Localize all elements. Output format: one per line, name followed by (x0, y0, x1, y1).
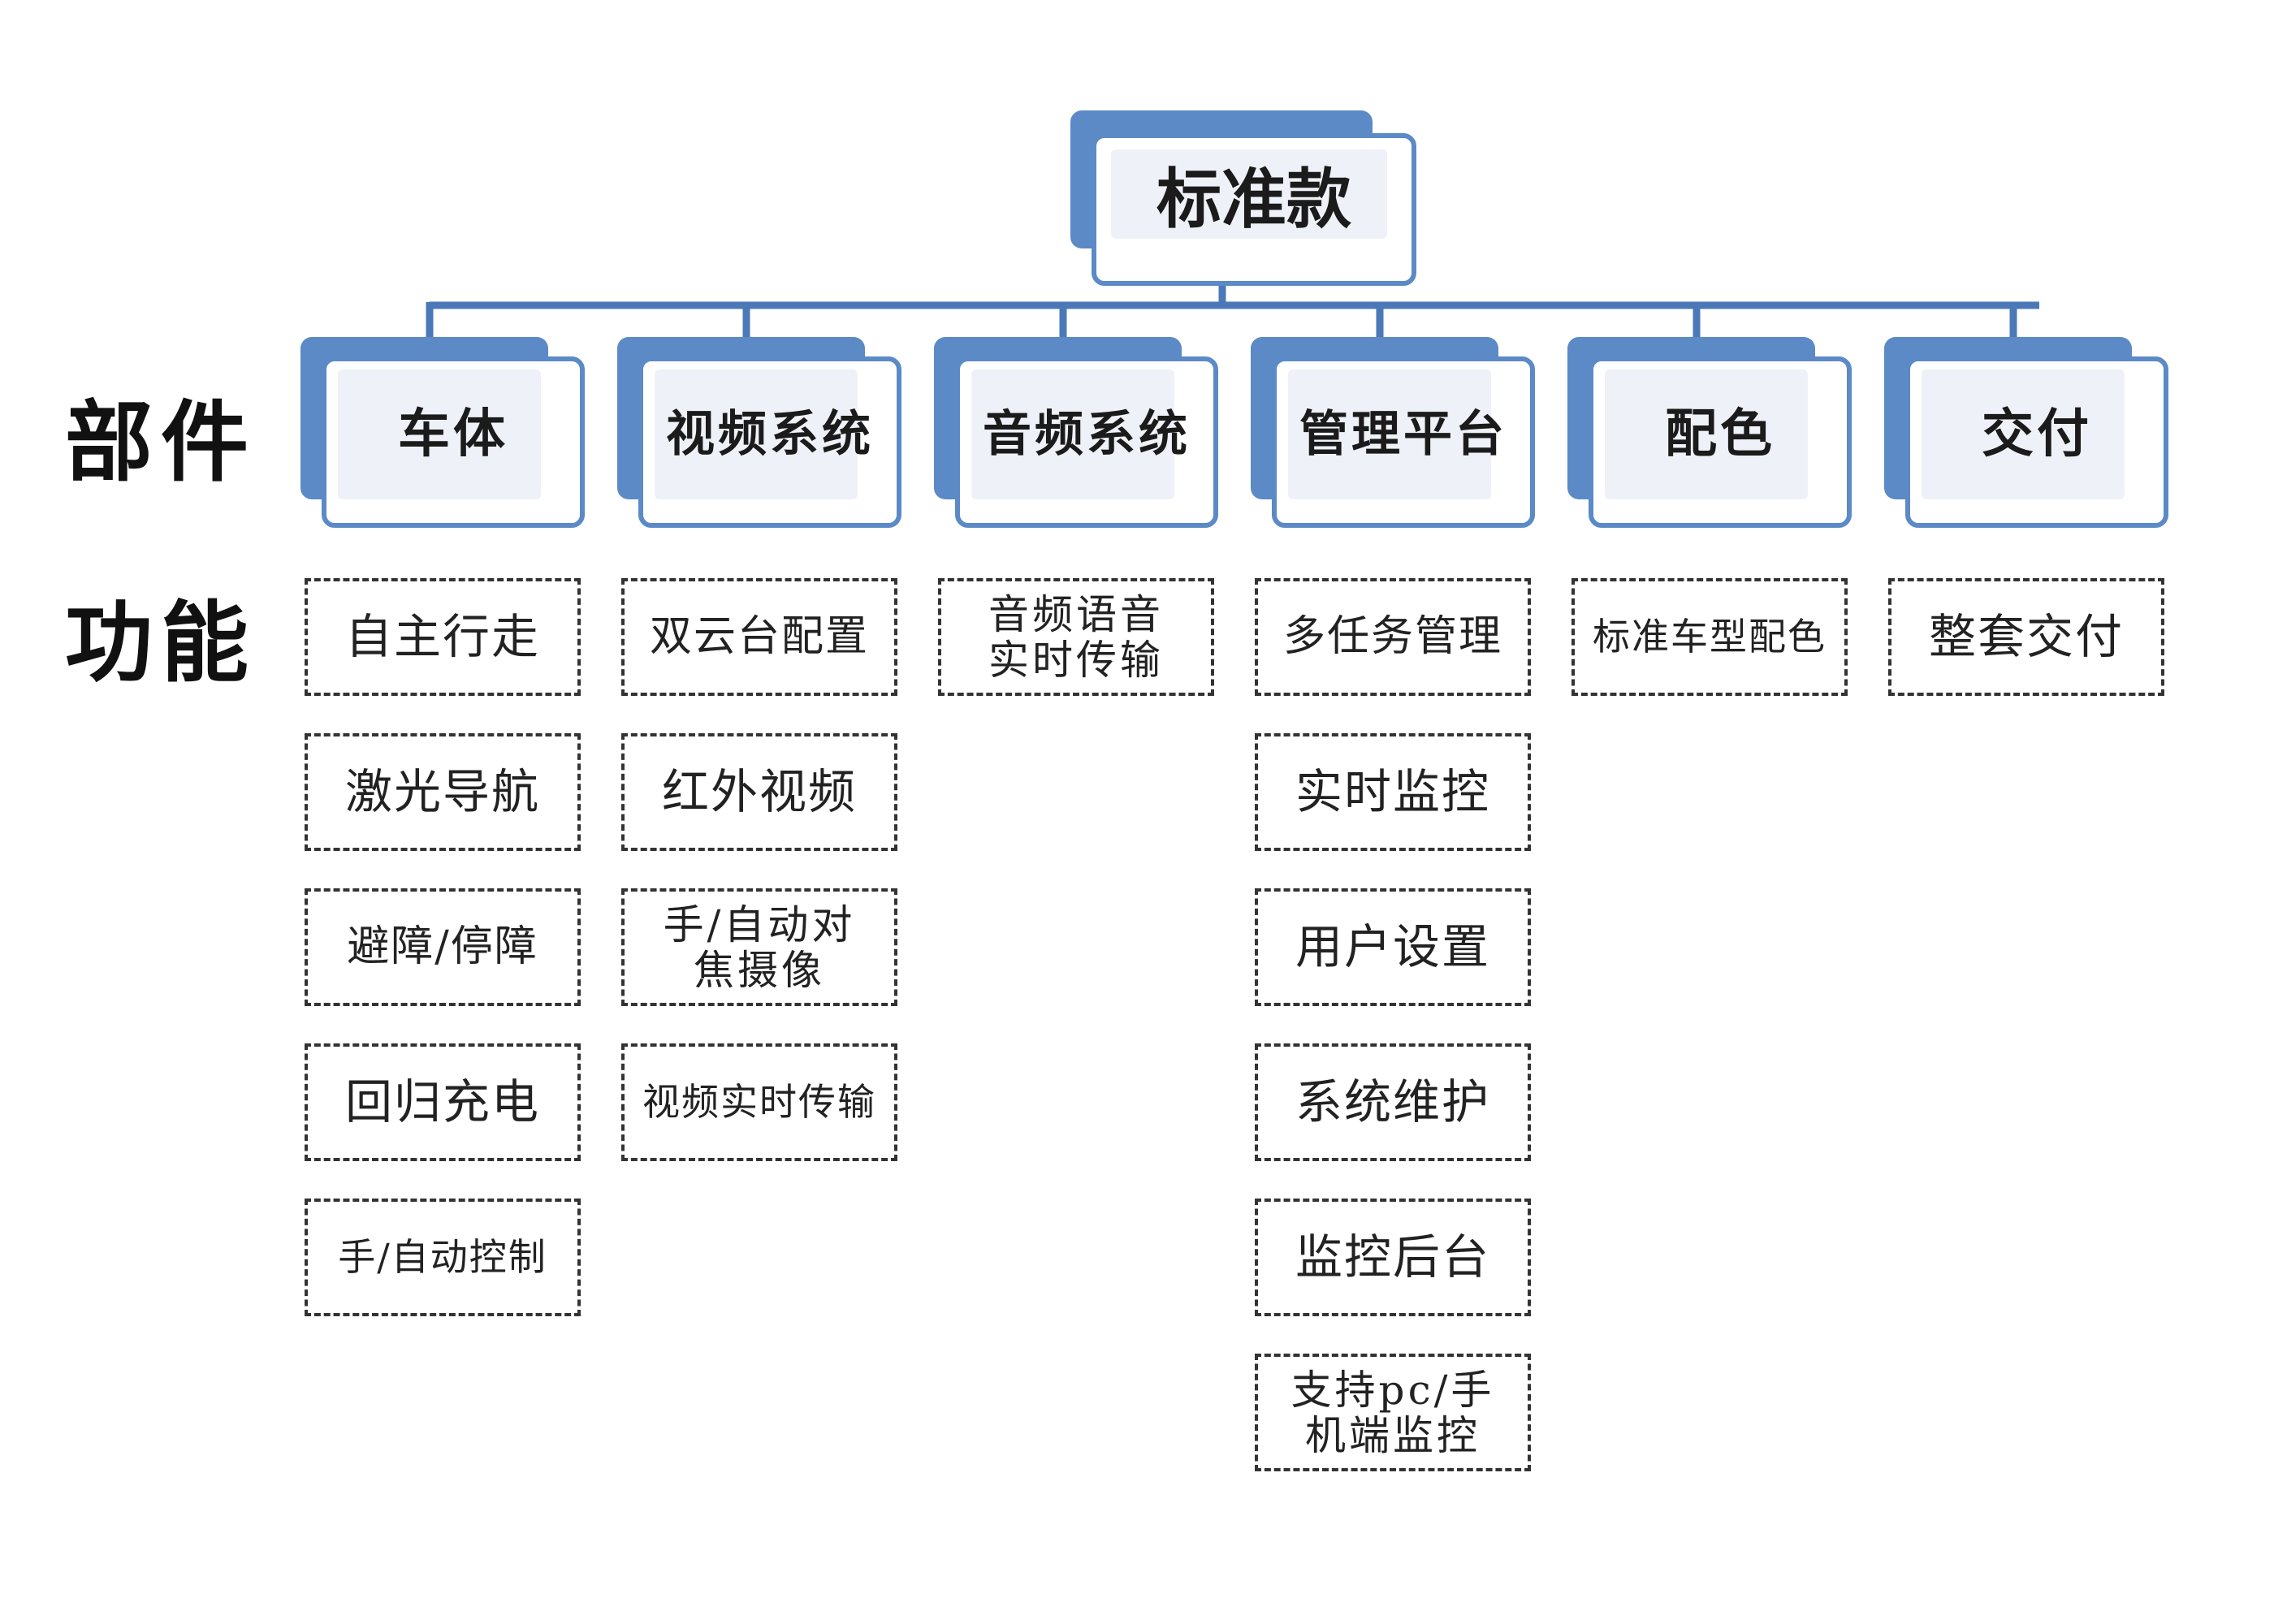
function-box: 手/自动控制 (305, 1199, 581, 1316)
function-label: 支持pc/手 机端监控 (1290, 1366, 1495, 1459)
function-label: 回归充电 (344, 1074, 540, 1130)
component-label: 视频系统 (666, 405, 874, 463)
function-box: 多任务管理 (1255, 578, 1531, 696)
function-label: 激光导航 (344, 764, 540, 820)
function-label: 系统维护 (1295, 1074, 1490, 1130)
function-box: 双云台配置 (621, 578, 897, 696)
function-box: 实时监控 (1255, 733, 1531, 851)
function-label: 多任务管理 (1282, 612, 1502, 662)
root-label: 标准款 (1156, 161, 1351, 237)
function-box: 标准车型配色 (1571, 578, 1848, 696)
function-box: 手/自动对 焦摄像 (621, 888, 897, 1006)
function-label: 手/自动控制 (338, 1234, 547, 1279)
function-label: 避障/停障 (347, 922, 538, 972)
function-label: 用户设置 (1295, 919, 1490, 975)
function-box: 监控后台 (1255, 1199, 1531, 1316)
function-box: 视频实时传输 (621, 1043, 897, 1161)
function-label: 双云台配置 (649, 612, 869, 662)
row-label-functions: 功能 (65, 592, 257, 694)
component-label: 交付 (1982, 404, 2092, 464)
component-label: 配色 (1665, 404, 1775, 464)
function-box: 支持pc/手 机端监控 (1255, 1354, 1531, 1471)
row-label-parts: 部件 (65, 391, 257, 494)
component-label: 音频系统 (983, 405, 1191, 463)
function-box: 红外视频 (621, 733, 897, 851)
function-box: 回归充电 (305, 1043, 581, 1161)
function-box: 激光导航 (305, 733, 581, 851)
function-label: 整套交付 (1928, 609, 2124, 665)
function-label: 自主行走 (344, 609, 540, 665)
function-label: 手/自动对 焦摄像 (663, 901, 856, 994)
function-label: 音频语音 实时传输 (988, 590, 1164, 684)
function-label: 监控后台 (1295, 1229, 1490, 1285)
function-label: 视频实时传输 (642, 1079, 876, 1124)
function-label: 实时监控 (1295, 764, 1490, 820)
component-label: 车体 (398, 404, 508, 464)
component-label: 管理平台 (1299, 405, 1507, 463)
function-label: 标准车型配色 (1593, 614, 1827, 659)
function-box: 避障/停障 (305, 888, 581, 1006)
function-box: 整套交付 (1888, 578, 2164, 696)
function-box: 系统维护 (1255, 1043, 1531, 1161)
function-box: 音频语音 实时传输 (938, 578, 1214, 696)
function-box: 自主行走 (305, 578, 581, 696)
function-box: 用户设置 (1255, 888, 1531, 1006)
function-label: 红外视频 (661, 764, 857, 820)
